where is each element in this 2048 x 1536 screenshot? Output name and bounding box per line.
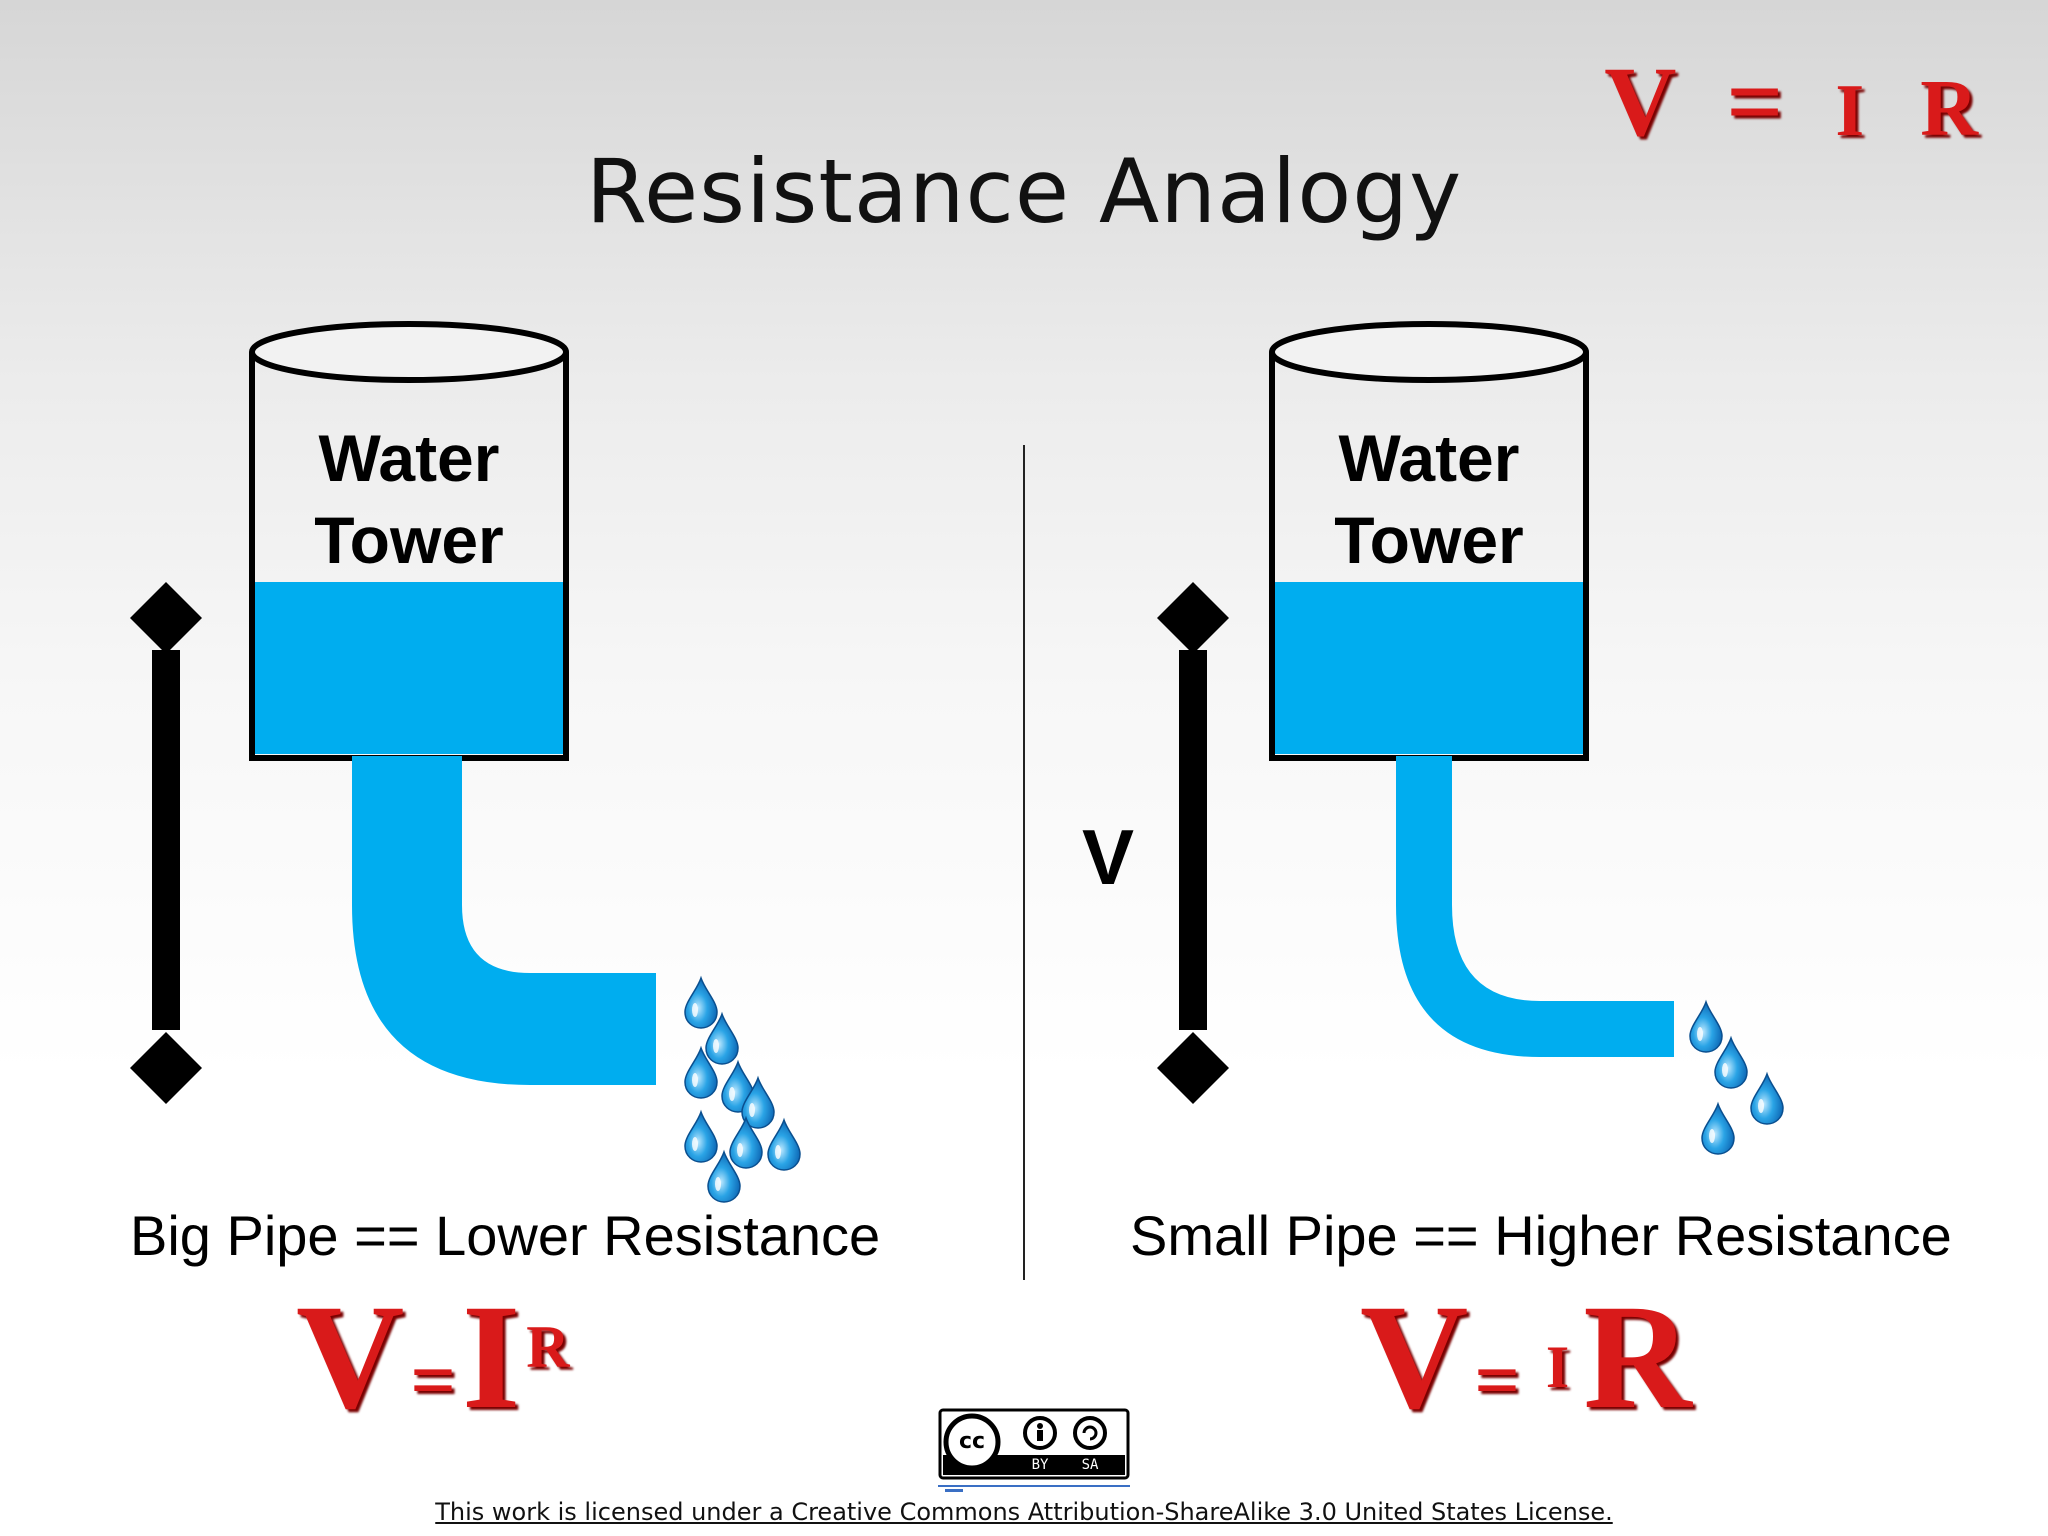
formula-r: R — [1920, 65, 1978, 153]
left-formula-v: V — [296, 1274, 405, 1440]
by-badge-text: BY — [1031, 1457, 1049, 1473]
right-formula-equals: = — [1474, 1337, 1520, 1425]
formula-i: I — [1835, 70, 1865, 152]
left-formula-i: I — [461, 1274, 521, 1440]
right-ohms-law-formula: V=IR — [1360, 1282, 1692, 1432]
left-tank-water — [254, 582, 564, 754]
right-formula-i: I — [1545, 1334, 1570, 1400]
formula-equals: = — [1726, 46, 1784, 157]
sa-icon — [1073, 1416, 1107, 1450]
right-formula-v: V — [1360, 1274, 1469, 1440]
right-tower-label: Water Tower — [1274, 417, 1584, 581]
left-big-pipe — [352, 756, 656, 1085]
cc-badge-text: cc — [958, 1429, 986, 1454]
left-formula-r: R — [526, 1314, 570, 1380]
right-formula-r: R — [1583, 1274, 1692, 1440]
right-tower-label-line1: Water — [1338, 421, 1520, 495]
left-tower-label-line2: Tower — [314, 503, 504, 577]
license-link[interactable]: This work is licensed under a Creative C… — [435, 1498, 1613, 1526]
cc-icon — [943, 1413, 1001, 1471]
left-tower-label: Water Tower — [254, 417, 564, 581]
right-tank-rim — [1269, 321, 1589, 383]
right-small-pipe — [1396, 756, 1674, 1057]
left-tower-label-line1: Water — [318, 421, 500, 495]
right-tank-water — [1274, 582, 1584, 754]
voltage-label: V — [1082, 813, 1135, 901]
right-water-tower — [1269, 321, 1589, 761]
sa-badge-text: SA — [1081, 1457, 1099, 1473]
left-water-drops — [684, 977, 801, 1203]
right-caption: Small Pipe == Higher Resistance — [1130, 1204, 1952, 1267]
page-title: Resistance Analogy — [585, 140, 1463, 243]
left-water-tower — [249, 321, 569, 761]
right-voltage-arrow — [1157, 582, 1229, 1104]
left-tank-rim — [249, 321, 569, 383]
left-voltage-arrow — [130, 582, 202, 1104]
cc-license-badge — [938, 1408, 1130, 1492]
left-caption: Big Pipe == Lower Resistance — [130, 1204, 881, 1267]
left-formula-equals: = — [410, 1337, 456, 1425]
right-water-drops — [1689, 1001, 1784, 1155]
right-tower-label-line2: Tower — [1334, 503, 1524, 577]
formula-v: V — [1604, 46, 1677, 157]
